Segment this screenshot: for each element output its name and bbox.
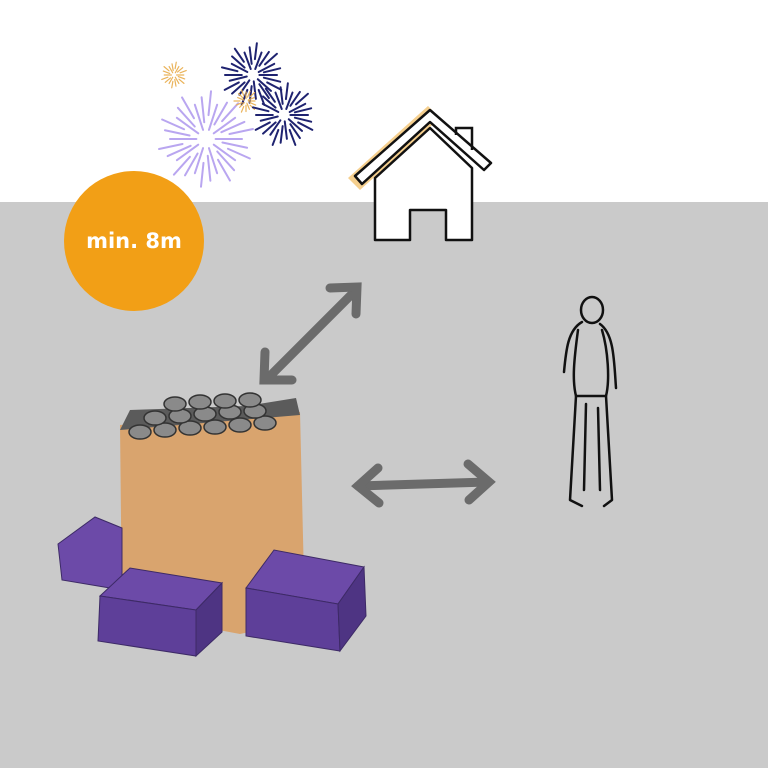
firework-burst	[161, 61, 187, 89]
house-icon	[348, 106, 493, 242]
firework-burst	[251, 82, 314, 146]
tube	[143, 410, 167, 426]
tube	[178, 420, 202, 436]
tube	[153, 422, 177, 438]
tube	[128, 424, 152, 440]
firework-burst	[233, 89, 257, 113]
tube	[238, 392, 262, 408]
fireworks-icon	[158, 42, 314, 188]
tube	[188, 394, 212, 410]
tube	[253, 415, 277, 431]
purple-blocks	[57, 516, 367, 658]
tube	[203, 419, 227, 435]
firework-burst	[158, 90, 254, 188]
person-icon	[562, 295, 618, 508]
tube	[213, 393, 237, 409]
tube	[228, 417, 252, 433]
double-arrow-icon	[259, 282, 496, 508]
distance-badge: min. 8m	[64, 171, 204, 311]
tube	[163, 396, 187, 412]
